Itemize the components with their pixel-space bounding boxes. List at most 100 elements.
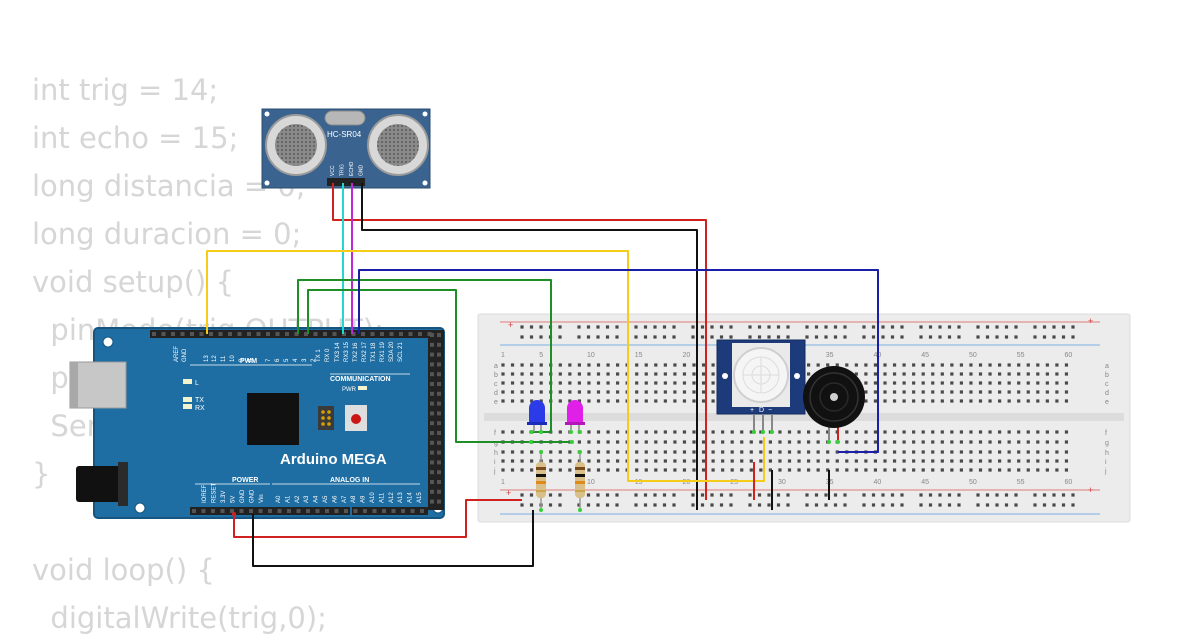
breadboard-hole[interactable] xyxy=(950,363,954,367)
header-pin[interactable] xyxy=(391,509,396,513)
breadboard-hole[interactable] xyxy=(692,468,696,472)
breadboard-hole[interactable] xyxy=(530,468,534,472)
breadboard-hole[interactable] xyxy=(673,381,677,385)
rail-hole[interactable] xyxy=(719,503,724,507)
breadboard-hole[interactable] xyxy=(883,399,887,403)
breadboard-hole[interactable] xyxy=(1026,450,1030,454)
rail-hole[interactable] xyxy=(871,493,876,497)
rail-hole[interactable] xyxy=(776,335,781,339)
breadboard-hole[interactable] xyxy=(1045,450,1049,454)
rail-hole[interactable] xyxy=(1033,325,1037,329)
rail-hole[interactable] xyxy=(1042,503,1047,507)
breadboard-hole[interactable] xyxy=(835,363,839,367)
rail-hole[interactable] xyxy=(767,503,771,507)
breadboard-hole[interactable] xyxy=(749,459,753,463)
rail-hole[interactable] xyxy=(1071,493,1075,497)
breadboard-hole[interactable] xyxy=(940,372,944,376)
breadboard-hole[interactable] xyxy=(616,430,620,434)
breadboard-hole[interactable] xyxy=(635,450,639,454)
rail-hole[interactable] xyxy=(776,493,781,497)
breadboard-hole[interactable] xyxy=(950,430,954,434)
rail-hole[interactable] xyxy=(824,503,828,507)
header-pin[interactable] xyxy=(256,332,261,336)
breadboard-hole[interactable] xyxy=(530,399,534,403)
breadboard-hole[interactable] xyxy=(663,430,667,434)
header-pin[interactable] xyxy=(437,382,441,386)
rail-hole[interactable] xyxy=(596,325,600,329)
breadboard-hole[interactable] xyxy=(1017,468,1021,472)
breadboard-hole[interactable] xyxy=(969,459,973,463)
breadboard-hole[interactable] xyxy=(950,381,954,385)
breadboard-hole[interactable] xyxy=(921,440,925,444)
breadboard-hole[interactable] xyxy=(912,459,916,463)
rail-hole[interactable] xyxy=(881,493,885,497)
breadboard-hole[interactable] xyxy=(730,430,734,434)
breadboard-hole[interactable] xyxy=(902,440,906,444)
breadboard-hole[interactable] xyxy=(644,468,648,472)
breadboard-hole[interactable] xyxy=(711,450,715,454)
breadboard-hole[interactable] xyxy=(969,450,973,454)
breadboard-hole[interactable] xyxy=(1045,459,1049,463)
breadboard-hole[interactable] xyxy=(998,381,1002,385)
breadboard-hole[interactable] xyxy=(568,459,572,463)
breadboard-hole[interactable] xyxy=(587,440,591,444)
rail-hole[interactable] xyxy=(757,493,762,497)
rail-hole[interactable] xyxy=(814,335,819,339)
breadboard-hole[interactable] xyxy=(912,430,916,434)
breadboard-hole[interactable] xyxy=(606,381,610,385)
breadboard-hole[interactable] xyxy=(892,381,897,385)
rail-hole[interactable] xyxy=(700,503,705,507)
breadboard-hole[interactable] xyxy=(1064,390,1069,394)
rail-hole[interactable] xyxy=(976,493,980,497)
header-pin[interactable] xyxy=(420,509,424,513)
breadboard-hole[interactable] xyxy=(1064,381,1069,385)
breadboard-hole[interactable] xyxy=(883,372,887,376)
breadboard-hole[interactable] xyxy=(759,430,763,434)
rail-hole[interactable] xyxy=(577,503,581,507)
breadboard-hole[interactable] xyxy=(759,459,763,463)
breadboard-hole[interactable] xyxy=(826,459,830,463)
rail-hole[interactable] xyxy=(947,503,952,507)
rail-hole[interactable] xyxy=(995,493,999,497)
breadboard-hole[interactable] xyxy=(807,430,811,434)
breadboard-hole[interactable] xyxy=(711,468,715,472)
breadboard-hole[interactable] xyxy=(883,381,887,385)
header-pin[interactable] xyxy=(389,332,394,336)
breadboard-hole[interactable] xyxy=(797,430,801,434)
breadboard-hole[interactable] xyxy=(959,381,963,385)
breadboard-hole[interactable] xyxy=(807,468,811,472)
breadboard-hole[interactable] xyxy=(587,372,591,376)
breadboard-hole[interactable] xyxy=(616,468,620,472)
breadboard-hole[interactable] xyxy=(1017,390,1021,394)
breadboard-hole[interactable] xyxy=(988,430,992,434)
breadboard-hole[interactable] xyxy=(845,440,849,444)
breadboard-hole[interactable] xyxy=(988,459,992,463)
breadboard-hole[interactable] xyxy=(1007,468,1011,472)
breadboard-hole[interactable] xyxy=(892,450,897,454)
rail-hole[interactable] xyxy=(634,335,638,339)
breadboard-hole[interactable] xyxy=(1045,399,1049,403)
rail-hole[interactable] xyxy=(634,493,638,497)
rail-hole[interactable] xyxy=(833,335,838,339)
breadboard-hole[interactable] xyxy=(768,459,772,463)
rail-hole[interactable] xyxy=(938,335,942,339)
breadboard-hole[interactable] xyxy=(616,390,620,394)
breadboard-hole[interactable] xyxy=(931,381,935,385)
header-pin[interactable] xyxy=(285,332,289,336)
breadboard-hole[interactable] xyxy=(663,363,667,367)
breadboard-hole[interactable] xyxy=(998,459,1002,463)
breadboard-hole[interactable] xyxy=(577,440,581,444)
header-pin[interactable] xyxy=(325,509,329,513)
rail-hole[interactable] xyxy=(719,335,724,339)
breadboard-hole[interactable] xyxy=(1007,399,1011,403)
breadboard-hole[interactable] xyxy=(740,440,744,444)
breadboard-hole[interactable] xyxy=(501,459,505,463)
breadboard-hole[interactable] xyxy=(807,450,811,454)
breadboard-hole[interactable] xyxy=(749,430,753,434)
breadboard-hole[interactable] xyxy=(673,399,677,403)
breadboard-hole[interactable] xyxy=(969,468,973,472)
header-pin[interactable] xyxy=(239,509,244,513)
rail-hole[interactable] xyxy=(586,503,591,507)
rail-hole[interactable] xyxy=(1004,493,1009,497)
rail-hole[interactable] xyxy=(596,503,600,507)
